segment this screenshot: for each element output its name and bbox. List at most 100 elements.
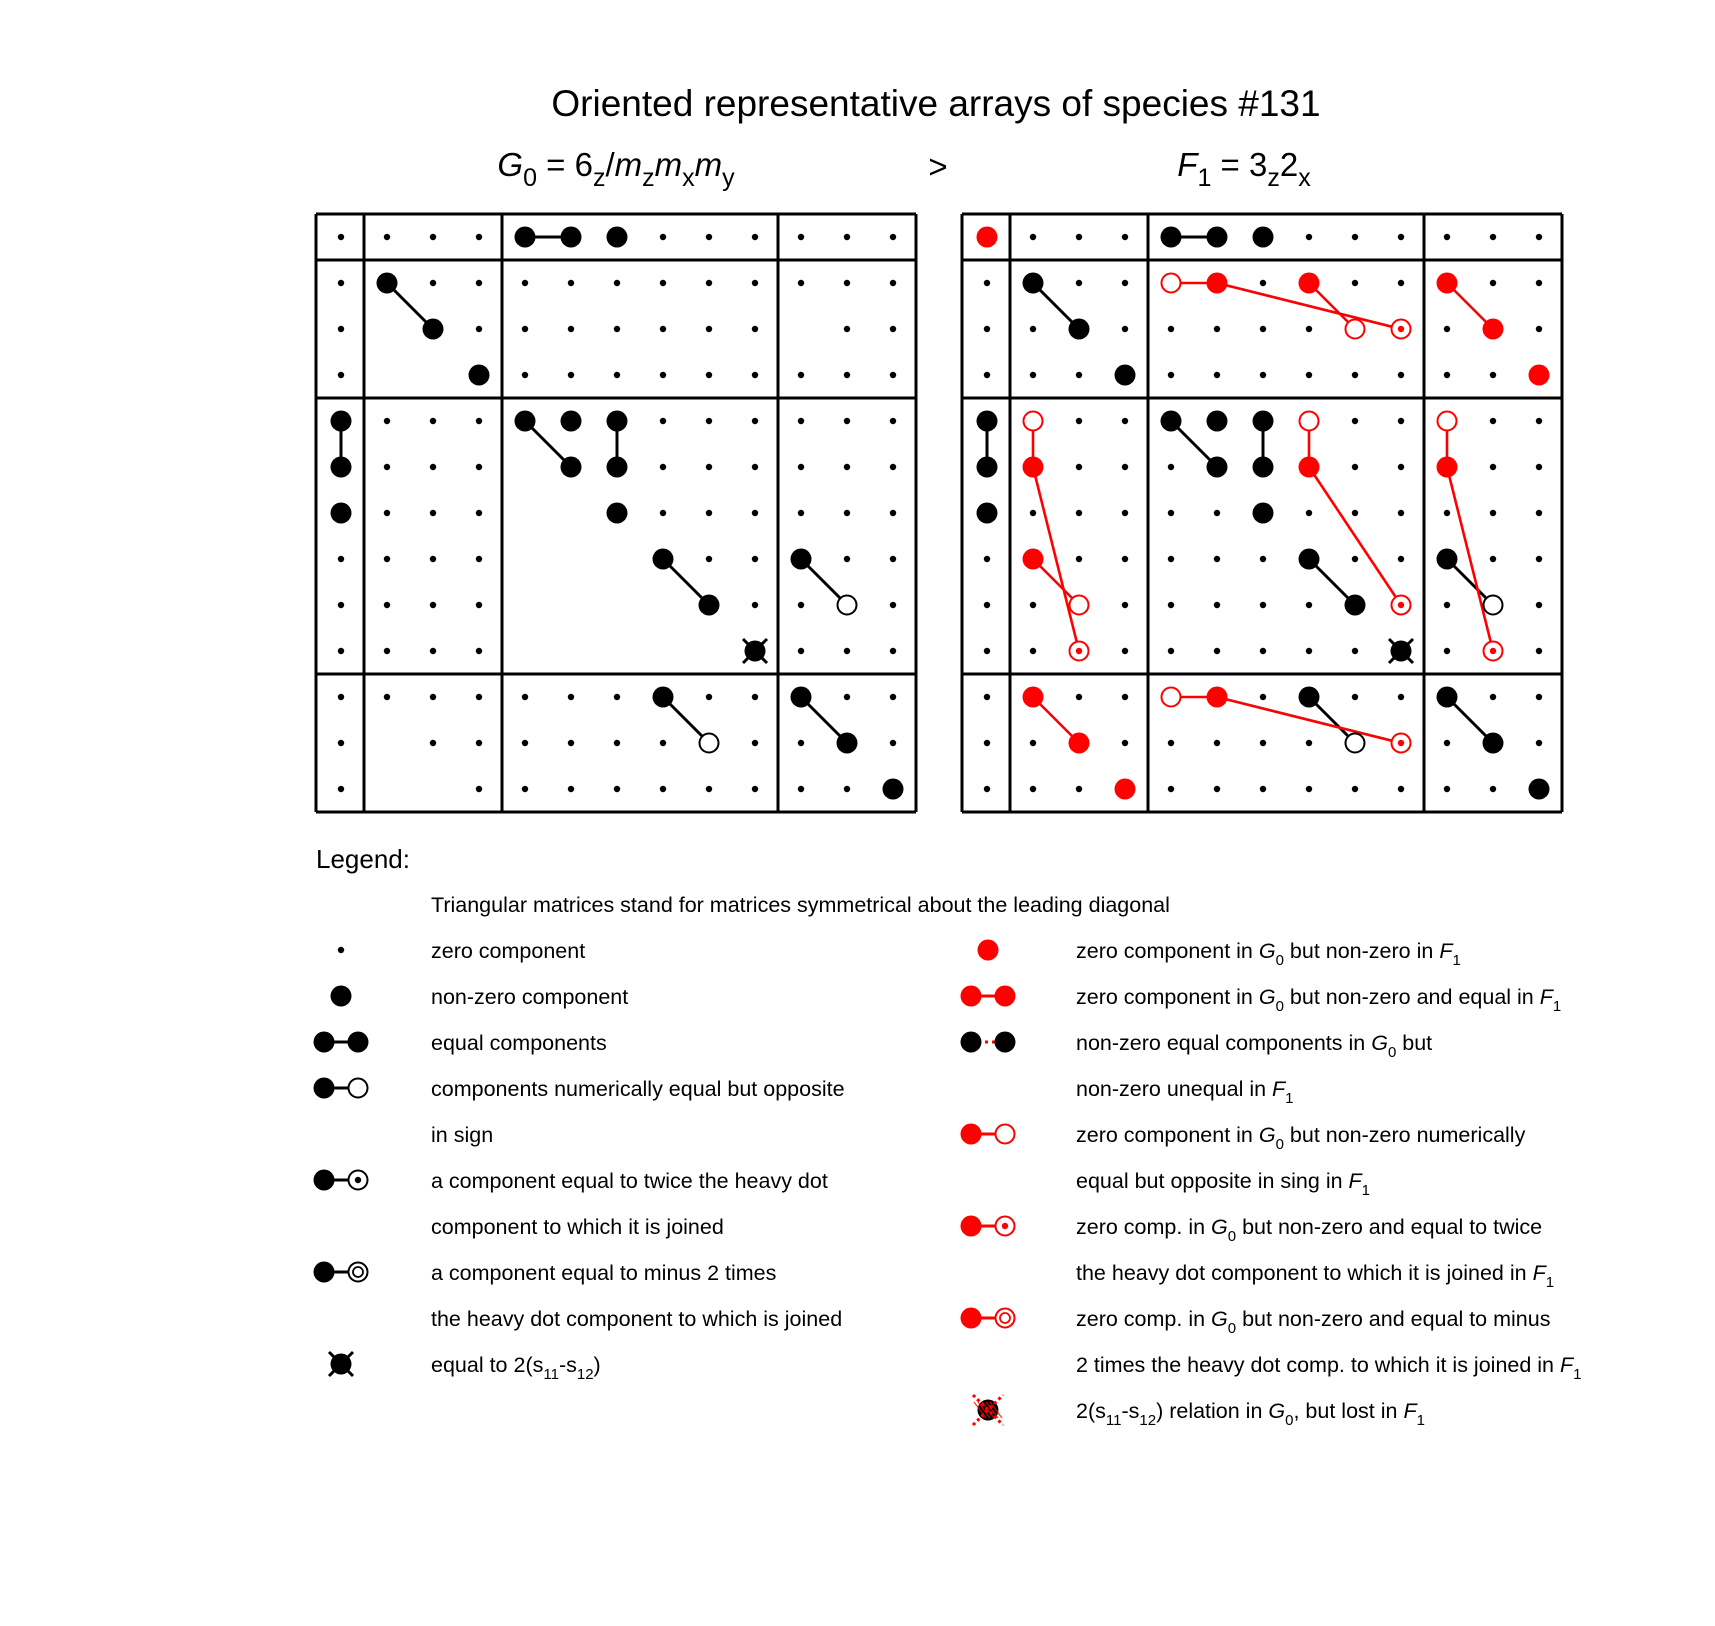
f1-component <box>1351 509 1359 517</box>
g0-component <box>836 732 858 754</box>
g0-component <box>567 739 575 747</box>
f1-component <box>1528 364 1550 386</box>
g0-component <box>337 647 345 655</box>
f1-component <box>1528 778 1550 800</box>
g0-component <box>790 686 812 708</box>
f1-component <box>1121 325 1129 333</box>
matrix-f1 <box>960 212 1564 814</box>
f1-component <box>1160 226 1182 248</box>
f1-component <box>1443 785 1451 793</box>
f1-component <box>1436 410 1458 432</box>
legend-right-item-text: 2(s11​-s12​) relation in G0​, but lost i… <box>1076 1399 1425 1429</box>
g0-component <box>475 279 483 287</box>
f1-component <box>1535 279 1543 287</box>
legend-right-item: zero component in G0​ but non-zero in F1… <box>977 939 1461 969</box>
g0-component <box>659 739 667 747</box>
g0-component <box>429 509 437 517</box>
f1-component <box>1489 233 1497 241</box>
f1-component <box>1167 371 1175 379</box>
g0-component <box>376 272 398 294</box>
g0-component <box>475 325 483 333</box>
f1-component <box>1535 325 1543 333</box>
f1-component <box>1344 732 1366 754</box>
g0-component <box>613 325 621 333</box>
g0-component <box>797 417 805 425</box>
f1-component <box>1298 272 1320 294</box>
g0-component <box>751 233 759 241</box>
f1-component <box>1121 601 1129 609</box>
f1-component <box>1443 371 1451 379</box>
f1-component <box>1298 456 1320 478</box>
legend-symbol-r-zero <box>977 939 999 961</box>
f1-component <box>1259 371 1267 379</box>
legend-symbol-minus2 <box>313 1261 369 1283</box>
f1-connector <box>1032 558 1080 606</box>
g0-component <box>843 647 851 655</box>
f1-component <box>1259 601 1267 609</box>
g0-component <box>889 739 897 747</box>
f1-component <box>1397 555 1405 563</box>
g0-component <box>797 371 805 379</box>
f1-component <box>1535 739 1543 747</box>
legend-right-item: zero component in G0​ but non-zero and e… <box>960 985 1561 1015</box>
f1-component <box>1114 778 1136 800</box>
f1-component <box>1397 463 1405 471</box>
g0-block-borders <box>314 212 918 814</box>
g0-component <box>705 325 713 333</box>
g0-component <box>567 693 575 701</box>
f1-component <box>1397 509 1405 517</box>
f1-component <box>1489 509 1497 517</box>
f1-connector <box>1216 695 1402 745</box>
legend-symbol-r-unequal <box>960 1031 1016 1053</box>
g0-component <box>560 456 582 478</box>
g0-component <box>705 509 713 517</box>
g0-component <box>659 785 667 793</box>
legend-right-item-text: zero comp. in G0​ but non-zero and equal… <box>1076 1215 1542 1245</box>
g0-component <box>514 226 536 248</box>
g0-component <box>606 456 628 478</box>
f1-component <box>1489 371 1497 379</box>
g0-connectors <box>339 235 849 745</box>
f1-component <box>1305 509 1313 517</box>
f1-component <box>1351 371 1359 379</box>
legend-note: Triangular matrices stand for matrices s… <box>431 893 1170 917</box>
f1-component <box>1213 785 1221 793</box>
f1-component <box>983 739 991 747</box>
g0-component <box>429 555 437 563</box>
g0-component <box>652 548 674 570</box>
f1-component <box>983 601 991 609</box>
f1-component <box>1489 279 1497 287</box>
f1-component <box>1351 463 1359 471</box>
legend-right-item-text: equal but opposite in sing in F1​ <box>1076 1169 1370 1199</box>
g0-component <box>705 463 713 471</box>
g0-component <box>521 693 529 701</box>
g0-component <box>330 502 352 524</box>
g0-components <box>330 226 904 800</box>
g0-component <box>889 325 897 333</box>
f1-component <box>1167 509 1175 517</box>
legend-right-item-text: non-zero unequal in F1​ <box>1076 1077 1294 1107</box>
f1-component <box>1252 502 1274 524</box>
f1-component <box>1344 318 1366 340</box>
f1-component <box>1029 601 1037 609</box>
f1-component <box>1390 318 1412 340</box>
f1-component <box>1022 272 1044 294</box>
f1-component <box>1259 325 1267 333</box>
f1-component <box>1482 640 1504 662</box>
g0-component <box>429 417 437 425</box>
f1-component <box>976 502 998 524</box>
g0-component <box>337 371 345 379</box>
g0-component <box>705 233 713 241</box>
legend-symbol-r-lost <box>971 1393 1005 1427</box>
g0-component <box>422 318 444 340</box>
legend-symbol-r-minus2 <box>960 1307 1016 1329</box>
legend-right-item: 2(s11​-s12​) relation in G0​, but lost i… <box>971 1393 1425 1429</box>
f1-component <box>1167 739 1175 747</box>
g0-component <box>797 279 805 287</box>
g0-component <box>843 325 851 333</box>
f1-component <box>1206 456 1228 478</box>
legend-symbol-r-equal <box>960 985 1016 1007</box>
f1-component <box>1535 233 1543 241</box>
